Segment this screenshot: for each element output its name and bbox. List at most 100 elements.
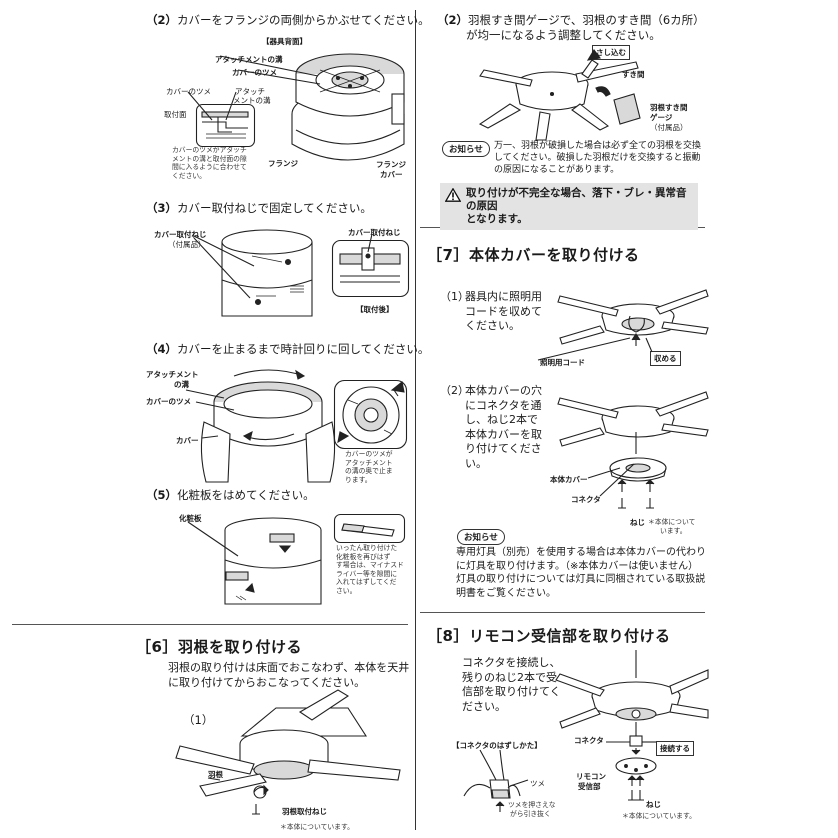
label-after: 【取付後】	[356, 305, 394, 314]
sec7-step-2-num: （2）	[440, 384, 469, 397]
label-press-1: ツメを押さえな	[508, 801, 556, 809]
label-tab: ツメ	[530, 779, 545, 788]
label-lighting-cord: 照明用コード	[540, 358, 585, 367]
column-divider	[415, 10, 416, 830]
label-attach-groove-1: アタッチメント	[146, 370, 199, 379]
step-4-heading: （4）カバーを止まるまで時計回りに回してください。	[146, 342, 429, 356]
section-title: 羽根を取り付ける	[177, 638, 302, 656]
label-flange-cover-1: フランジ	[376, 160, 406, 169]
section-divider-left	[12, 624, 408, 625]
section-7-heading: ［7］本体カバーを取り付ける	[427, 244, 639, 265]
sec7-step-1-num: （1）	[440, 290, 469, 303]
gap-gauge-illustration	[478, 49, 641, 141]
step-number: （2）	[437, 13, 469, 27]
label-body-cover: 本体カバー	[550, 475, 588, 484]
label-mount-face: 取付面	[164, 110, 187, 119]
label-flange-cover-2: カバー	[380, 170, 403, 179]
section-6-body: 羽根の取り付けは床面でおこなわず、本体を天井 に取り付けてからおこなってください…	[168, 661, 410, 689]
right-step-2-heading: （2）羽根すき間ゲージで、羽根のすき間（6カ所）	[437, 13, 705, 27]
label-gap: すき間	[622, 70, 645, 79]
cover-screw-illustration	[193, 229, 313, 317]
label-screw: ねじ	[630, 518, 645, 527]
label-gauge-3: （付属品）	[650, 123, 688, 132]
label-plate: 化粧板	[179, 514, 202, 523]
step-number: （2）	[146, 13, 178, 27]
step-3-heading: （3）カバー取付ねじで固定してください。	[146, 201, 372, 215]
section-8-body: コネクタを接続し、 残りのねじ2本で受 信部を取り付けてく ださい。	[462, 656, 561, 713]
body-cover-illustration	[557, 391, 709, 509]
label-blade: 羽根	[208, 770, 223, 779]
after-install-detail	[331, 233, 410, 298]
step-5-note: いったん取り付けた 化粧板を再びはず す場合は、マイナスド ライバー等を隙間に …	[336, 544, 404, 595]
label-cover-screw: カバー取付ねじ	[154, 230, 207, 239]
step-5-heading: （5）化粧板をはめてください。	[146, 488, 315, 502]
section-divider-right-bottom	[420, 612, 705, 613]
warning-box: 取り付けが不完全な場合、落下・ブレ・異常音の原因 となります。	[440, 183, 698, 230]
decor-plate-illustration	[187, 517, 322, 605]
label-screw-8: ねじ	[646, 800, 661, 809]
warning-icon	[445, 188, 461, 202]
tab-detail-illustration	[187, 91, 256, 148]
warning-line: 取り付けが不完全な場合、落下・ブレ・異常音の原因	[466, 187, 687, 212]
label-blade-note: ＊本体についています。	[280, 823, 354, 831]
step-4-note: カバーのツメが アタッチメント の溝の奥で止ま ります。	[345, 450, 393, 484]
label-cover-tab-small: カバーのツメ	[166, 87, 211, 96]
sec7-step-2-text: 本体カバーの穴 にコネクタを通 し、ねじ2本で 本体カバーを取 り付けてくださ …	[465, 384, 542, 470]
rotate-cover-illustration	[185, 369, 336, 483]
right-step-2-line2: が均一になるよう調整してください。	[466, 28, 661, 42]
label-receiver-1: リモコン	[576, 772, 606, 781]
notice-badge: お知らせ	[442, 141, 490, 157]
label-press-2: がら引き抜く	[510, 810, 551, 818]
label-store: 収める	[650, 351, 681, 366]
section-number: ［7］	[427, 246, 469, 264]
label-connector: コネクタ	[571, 495, 601, 504]
label-insert: さし込む	[592, 45, 630, 60]
label-attach-small-2: メントの溝	[233, 96, 271, 105]
step-2-heading: （2）カバーをフランジの両側からかぶせてください。	[146, 13, 430, 27]
label-cover-screw-right: カバー取付ねじ	[348, 228, 401, 237]
step-number: （3）	[146, 201, 178, 215]
label-screw-note-2: います。	[660, 527, 687, 535]
label-screw-note-8: ＊本体についています。	[622, 812, 696, 820]
step-text: 化粧板をはめてください。	[177, 488, 315, 502]
label-back: 【器具背面】	[262, 37, 307, 46]
label-blade-screw: 羽根取付ねじ	[282, 807, 327, 816]
notice-2-text: 専用灯具（別売）を使用する場合は本体カバーの代わり に灯具を取り付けます。（※本…	[456, 547, 706, 599]
connector-remove-illustration	[463, 749, 529, 812]
section-number: ［6］	[136, 638, 178, 656]
cord-store-illustration	[537, 289, 709, 361]
section-8-heading: ［8］リモコン受信部を取り付ける	[427, 625, 670, 646]
step-text: カバーを止まるまで時計回りに回してください。	[177, 342, 430, 356]
section-number: ［8］	[427, 627, 469, 645]
label-connector-8: コネクタ	[574, 736, 604, 745]
label-cover-tab-4: カバーのツメ	[146, 397, 191, 406]
notice-2-badge: お知らせ	[457, 529, 505, 545]
tab-stop-detail	[333, 379, 408, 450]
flange-cover-illustration	[219, 53, 405, 161]
label-gauge-2: ゲージ	[650, 113, 673, 122]
section-6-heading: ［6］羽根を取り付ける	[136, 636, 302, 657]
step-text: カバーをフランジの両側からかぶせてください。	[177, 13, 430, 27]
label-screw-note-1: ＊本体について	[648, 518, 696, 526]
receiver-attach-illustration	[555, 650, 709, 801]
label-attach-groove: アタッチメントの溝	[215, 55, 283, 64]
section-6-step-1: （1）	[183, 713, 214, 727]
step-number: （4）	[146, 342, 178, 356]
warning-line: となります。	[466, 213, 528, 225]
label-cover-screw-sub: （付属品）	[168, 240, 206, 249]
label-attach-small-1: アタッチ	[235, 87, 265, 96]
section-title: 本体カバーを取り付ける	[468, 246, 640, 264]
screwdriver-detail	[333, 513, 406, 544]
step-2-note: カバーのツメがアタッチ メントの溝と取付面の隙 間に入るように合わせて ください…	[172, 146, 247, 180]
section-title: リモコン受信部を取り付ける	[468, 627, 671, 645]
step-text-line1: 羽根すき間ゲージで、羽根のすき間（6カ所）	[468, 13, 705, 27]
sec7-step-1-text: 器具内に照明用 コードを収めて ください。	[465, 290, 542, 332]
label-gauge-1: 羽根すき間	[650, 103, 688, 112]
blade-attach-illustration	[175, 689, 401, 815]
notice-text: 万一、羽根が破損した場合は必ず全ての羽根を交換 してください。破損した羽根だけを…	[494, 141, 702, 175]
label-attach-groove-2: の溝	[174, 380, 189, 389]
step-text: カバー取付ねじで固定してください。	[177, 201, 372, 215]
label-connect: 接続する	[656, 741, 694, 756]
label-receiver-2: 受信部	[578, 782, 601, 791]
